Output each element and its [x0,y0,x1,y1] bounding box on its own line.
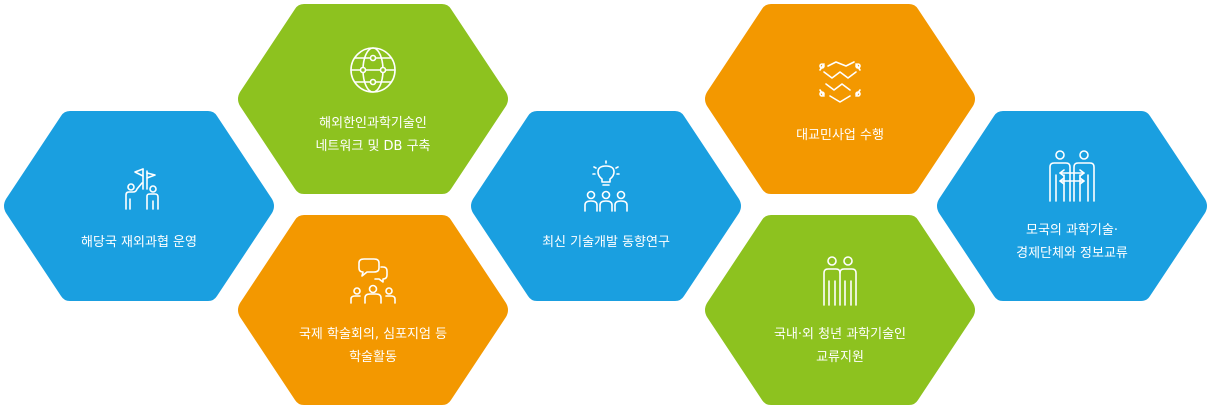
hex-card-community-projects[interactable]: 대교민사업 수행 [701,0,979,198]
globe-network-icon [343,40,403,100]
conference-chat-icon [343,251,403,311]
card-label: 최신 기술개발 동향연구 [542,234,670,250]
card-label: 해당국 재외과협 운영 [81,234,197,250]
hexagon-shape [238,4,508,194]
hex-card-network-db[interactable]: 해외한인과학기술인 네트워크 및 DB 구축 [234,0,512,198]
hex-card-academic-conference[interactable]: 국제 학술회의, 심포지엄 등 학술활동 [234,211,512,409]
young-scientists-icon [810,251,870,311]
handshake-icon [810,52,870,112]
hex-card-young-scientist-exchange[interactable]: 국내·외 청년 과학기술인 교류지원 [701,211,979,409]
hex-card-overseas-association[interactable]: 해당국 재외과협 운영 [0,107,278,305]
hexagon-shape [238,215,508,405]
hexagon-shape [471,111,741,301]
card-label: 국제 학술회의, 심포지엄 등 학술활동 [298,327,448,365]
hex-card-tech-trend-research[interactable]: 최신 기술개발 동향연구 [467,107,745,305]
card-label: 국내·외 청년 과학기술인 교류지원 [774,327,906,365]
card-label: 대교민사업 수행 [796,127,884,143]
hexagon-shape [4,111,274,301]
card-label: 모국의 과학기술· 경제단체와 정보교류 [1016,223,1128,261]
flag-team-icon [109,159,169,219]
hexagon-shape [705,4,975,194]
hexagon-shape [937,111,1207,301]
exchange-people-icon [1042,147,1102,207]
hexagon-shape [705,215,975,405]
lightbulb-people-icon [576,159,636,219]
card-label: 해외한인과학기술인 네트워크 및 DB 구축 [315,116,431,154]
hex-card-information-exchange[interactable]: 모국의 과학기술· 경제단체와 정보교류 [933,107,1211,305]
